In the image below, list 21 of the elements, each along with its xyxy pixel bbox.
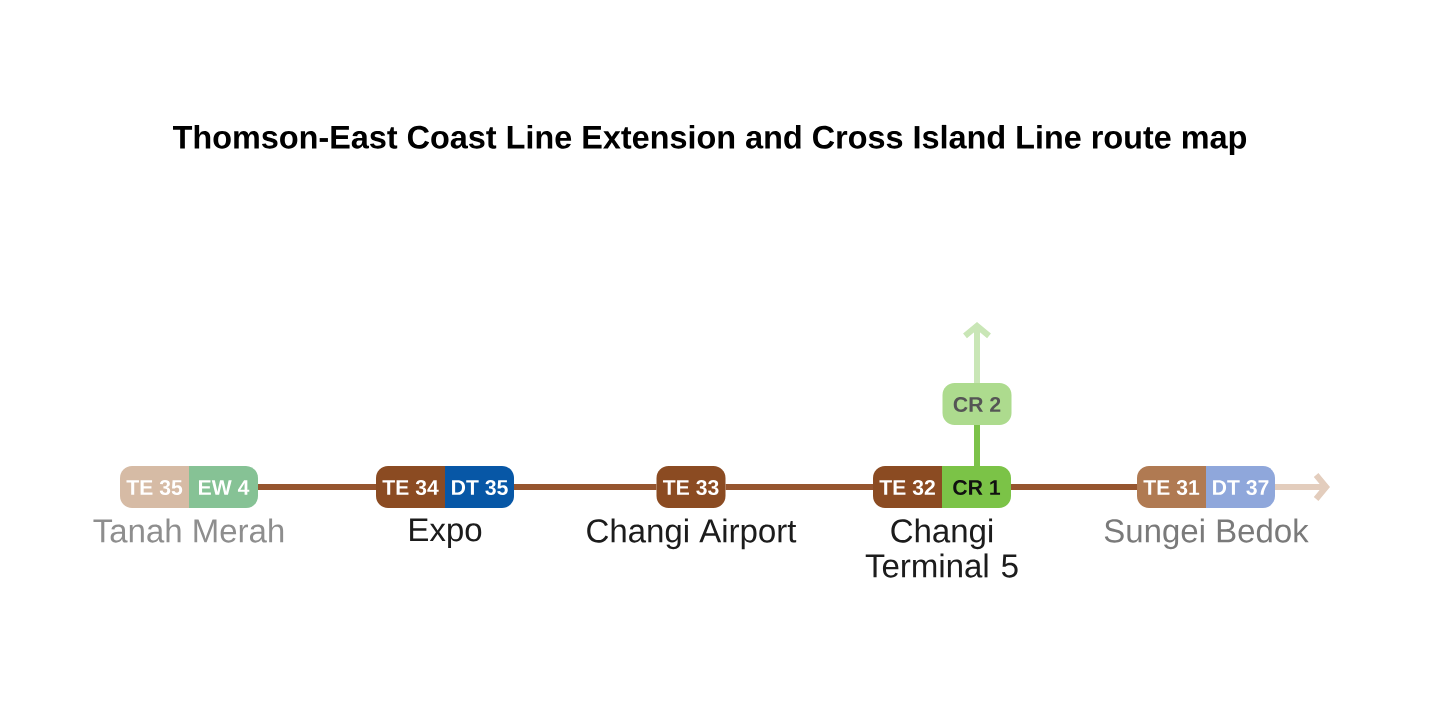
station-code: DT 35 bbox=[445, 466, 514, 508]
station-name: Sungei Bedok bbox=[1104, 518, 1309, 550]
station-code: TE 34 bbox=[376, 466, 445, 508]
station-name: Changi Airport bbox=[587, 518, 797, 550]
station-code: EW 4 bbox=[189, 466, 258, 508]
station-code: TE 32 bbox=[873, 466, 942, 508]
arrow bbox=[1275, 473, 1330, 501]
station-name: Expo bbox=[410, 518, 482, 548]
track-line bbox=[258, 484, 376, 490]
station-name: Tanah Merah bbox=[93, 518, 284, 543]
station-name: Changi Terminal 5 bbox=[865, 518, 1018, 578]
station-code: TE 35 bbox=[120, 466, 189, 508]
station-code: TE 31 bbox=[1137, 466, 1206, 508]
track-line bbox=[1011, 484, 1137, 490]
track-line bbox=[725, 484, 873, 490]
track-line bbox=[514, 484, 657, 490]
station-code: DT 37 bbox=[1206, 466, 1275, 508]
station-code: TE 33 bbox=[656, 466, 726, 508]
station-code: CR 1 bbox=[942, 466, 1011, 508]
station-code: CR 2 bbox=[942, 383, 1012, 425]
title: Thomson-East Coast Line Extension and Cross Island Line route map bbox=[173, 124, 1247, 156]
